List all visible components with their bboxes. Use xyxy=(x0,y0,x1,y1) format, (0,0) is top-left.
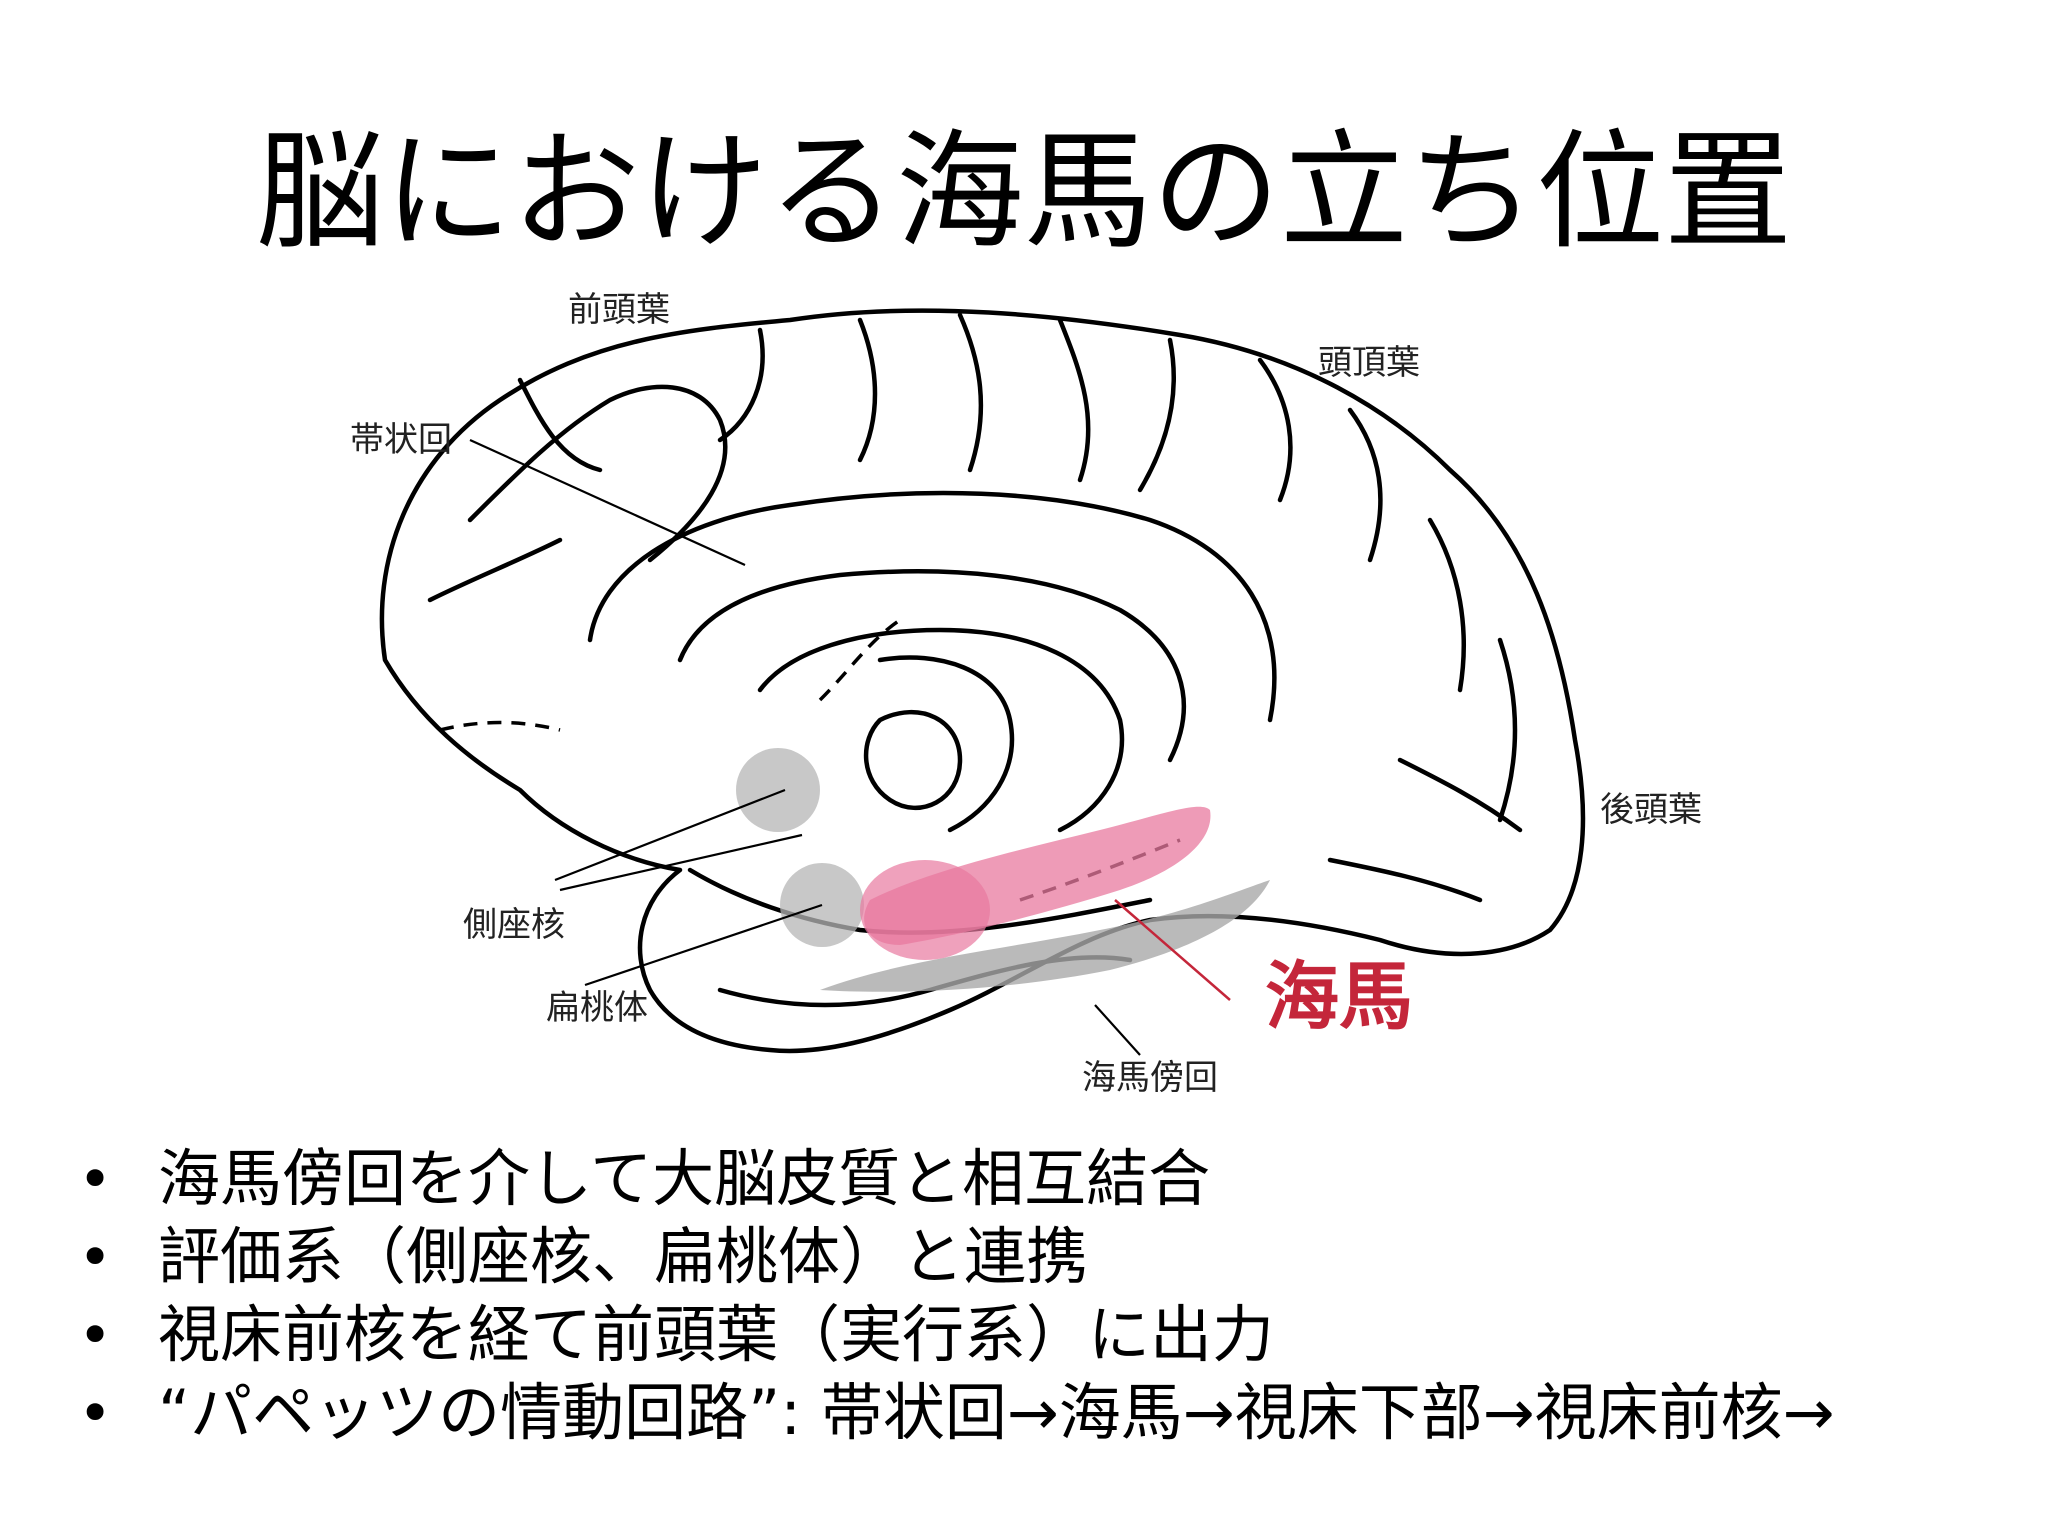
corpus-callosum xyxy=(757,627,1125,833)
top-fold-1 xyxy=(857,317,878,463)
label-occipital-lobe: 後頭葉 xyxy=(1600,790,1702,830)
slide-title: 脳における海馬の立ち位置 xyxy=(255,118,1792,267)
leader-parahippocampal xyxy=(1094,1004,1141,1056)
frontal-fold-2 xyxy=(427,537,563,603)
frontal-fold-4 xyxy=(717,327,765,443)
occipital-fold-2 xyxy=(1497,637,1518,823)
parahippocampal-region xyxy=(820,880,1270,992)
top-fold-5 xyxy=(1257,357,1293,503)
top-fold-3 xyxy=(1057,317,1091,483)
dashed-sulcus-1 xyxy=(439,720,561,732)
leader-accumbens-1 xyxy=(554,788,786,882)
bullet-list: 海馬傍回を介して大脳皮質と相互結合 評価系（側座核、扁桃体）と連携 視床前核を経… xyxy=(70,1140,1835,1452)
frontal-fold-1 xyxy=(467,384,728,563)
occipital-fold-1 xyxy=(1427,517,1466,693)
label-parahippocampal-gyrus: 海馬傍回 xyxy=(1082,1058,1218,1098)
bullet-item: 視床前核を経て前頭葉（実行系）に出力 xyxy=(70,1296,1835,1374)
leader-cingulate xyxy=(469,438,746,567)
occipital-fold-3 xyxy=(1397,757,1523,833)
hippocampus-body xyxy=(864,806,1211,945)
top-fold-2 xyxy=(957,312,984,473)
label-amygdala: 扁桃体 xyxy=(546,988,648,1028)
fornix xyxy=(877,655,1015,833)
cingulate-outer xyxy=(587,490,1277,723)
thalamus xyxy=(863,709,963,811)
occipital-fold-4 xyxy=(1327,857,1483,903)
frontal-fold-3 xyxy=(517,377,603,473)
top-fold-4 xyxy=(1137,337,1176,493)
top-fold-6 xyxy=(1347,407,1383,563)
label-cingulate-gyrus: 帯状回 xyxy=(350,420,452,460)
label-frontal-lobe: 前頭葉 xyxy=(568,290,670,330)
dashed-sulcus-2 xyxy=(818,618,901,702)
label-nucleus-accumbens: 側座核 xyxy=(463,905,565,945)
label-hippocampus: 海馬 xyxy=(1265,954,1413,1040)
bullet-item: 海馬傍回を介して大脳皮質と相互結合 xyxy=(70,1140,1835,1218)
leader-amygdala xyxy=(584,903,823,987)
leader-accumbens-2 xyxy=(559,833,803,892)
bullet-item: 評価系（側座核、扁桃体）と連携 xyxy=(70,1218,1835,1296)
accumbens-region xyxy=(736,748,820,832)
leader-hippocampus xyxy=(1114,899,1231,1001)
bullet-item: “パペッツの情動回路”: 帯状回→海馬→視床下部→視床前核→ xyxy=(70,1374,1835,1452)
label-parietal-lobe: 頭頂葉 xyxy=(1318,343,1420,383)
brain-outline xyxy=(379,308,1586,1054)
cingulate-inner xyxy=(677,569,1186,763)
